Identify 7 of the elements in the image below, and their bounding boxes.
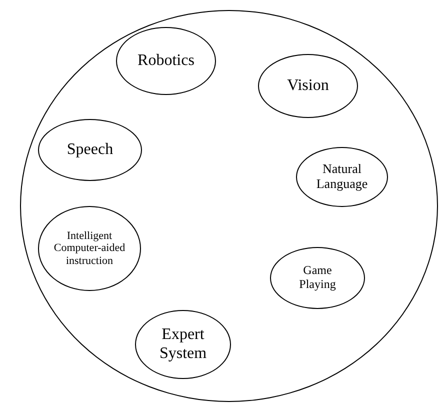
topic-ellipse: Intelligent Computer-aided instruction [38,206,141,291]
topic-ellipse: Speech [38,119,142,181]
topic-ellipse: Expert System [135,310,231,379]
topic-ellipse: Robotics [116,27,216,95]
topic-ellipse: Natural Language [296,147,388,207]
topic-ellipse: Game Playing [270,247,365,309]
topic-ellipse: Vision [258,54,358,118]
